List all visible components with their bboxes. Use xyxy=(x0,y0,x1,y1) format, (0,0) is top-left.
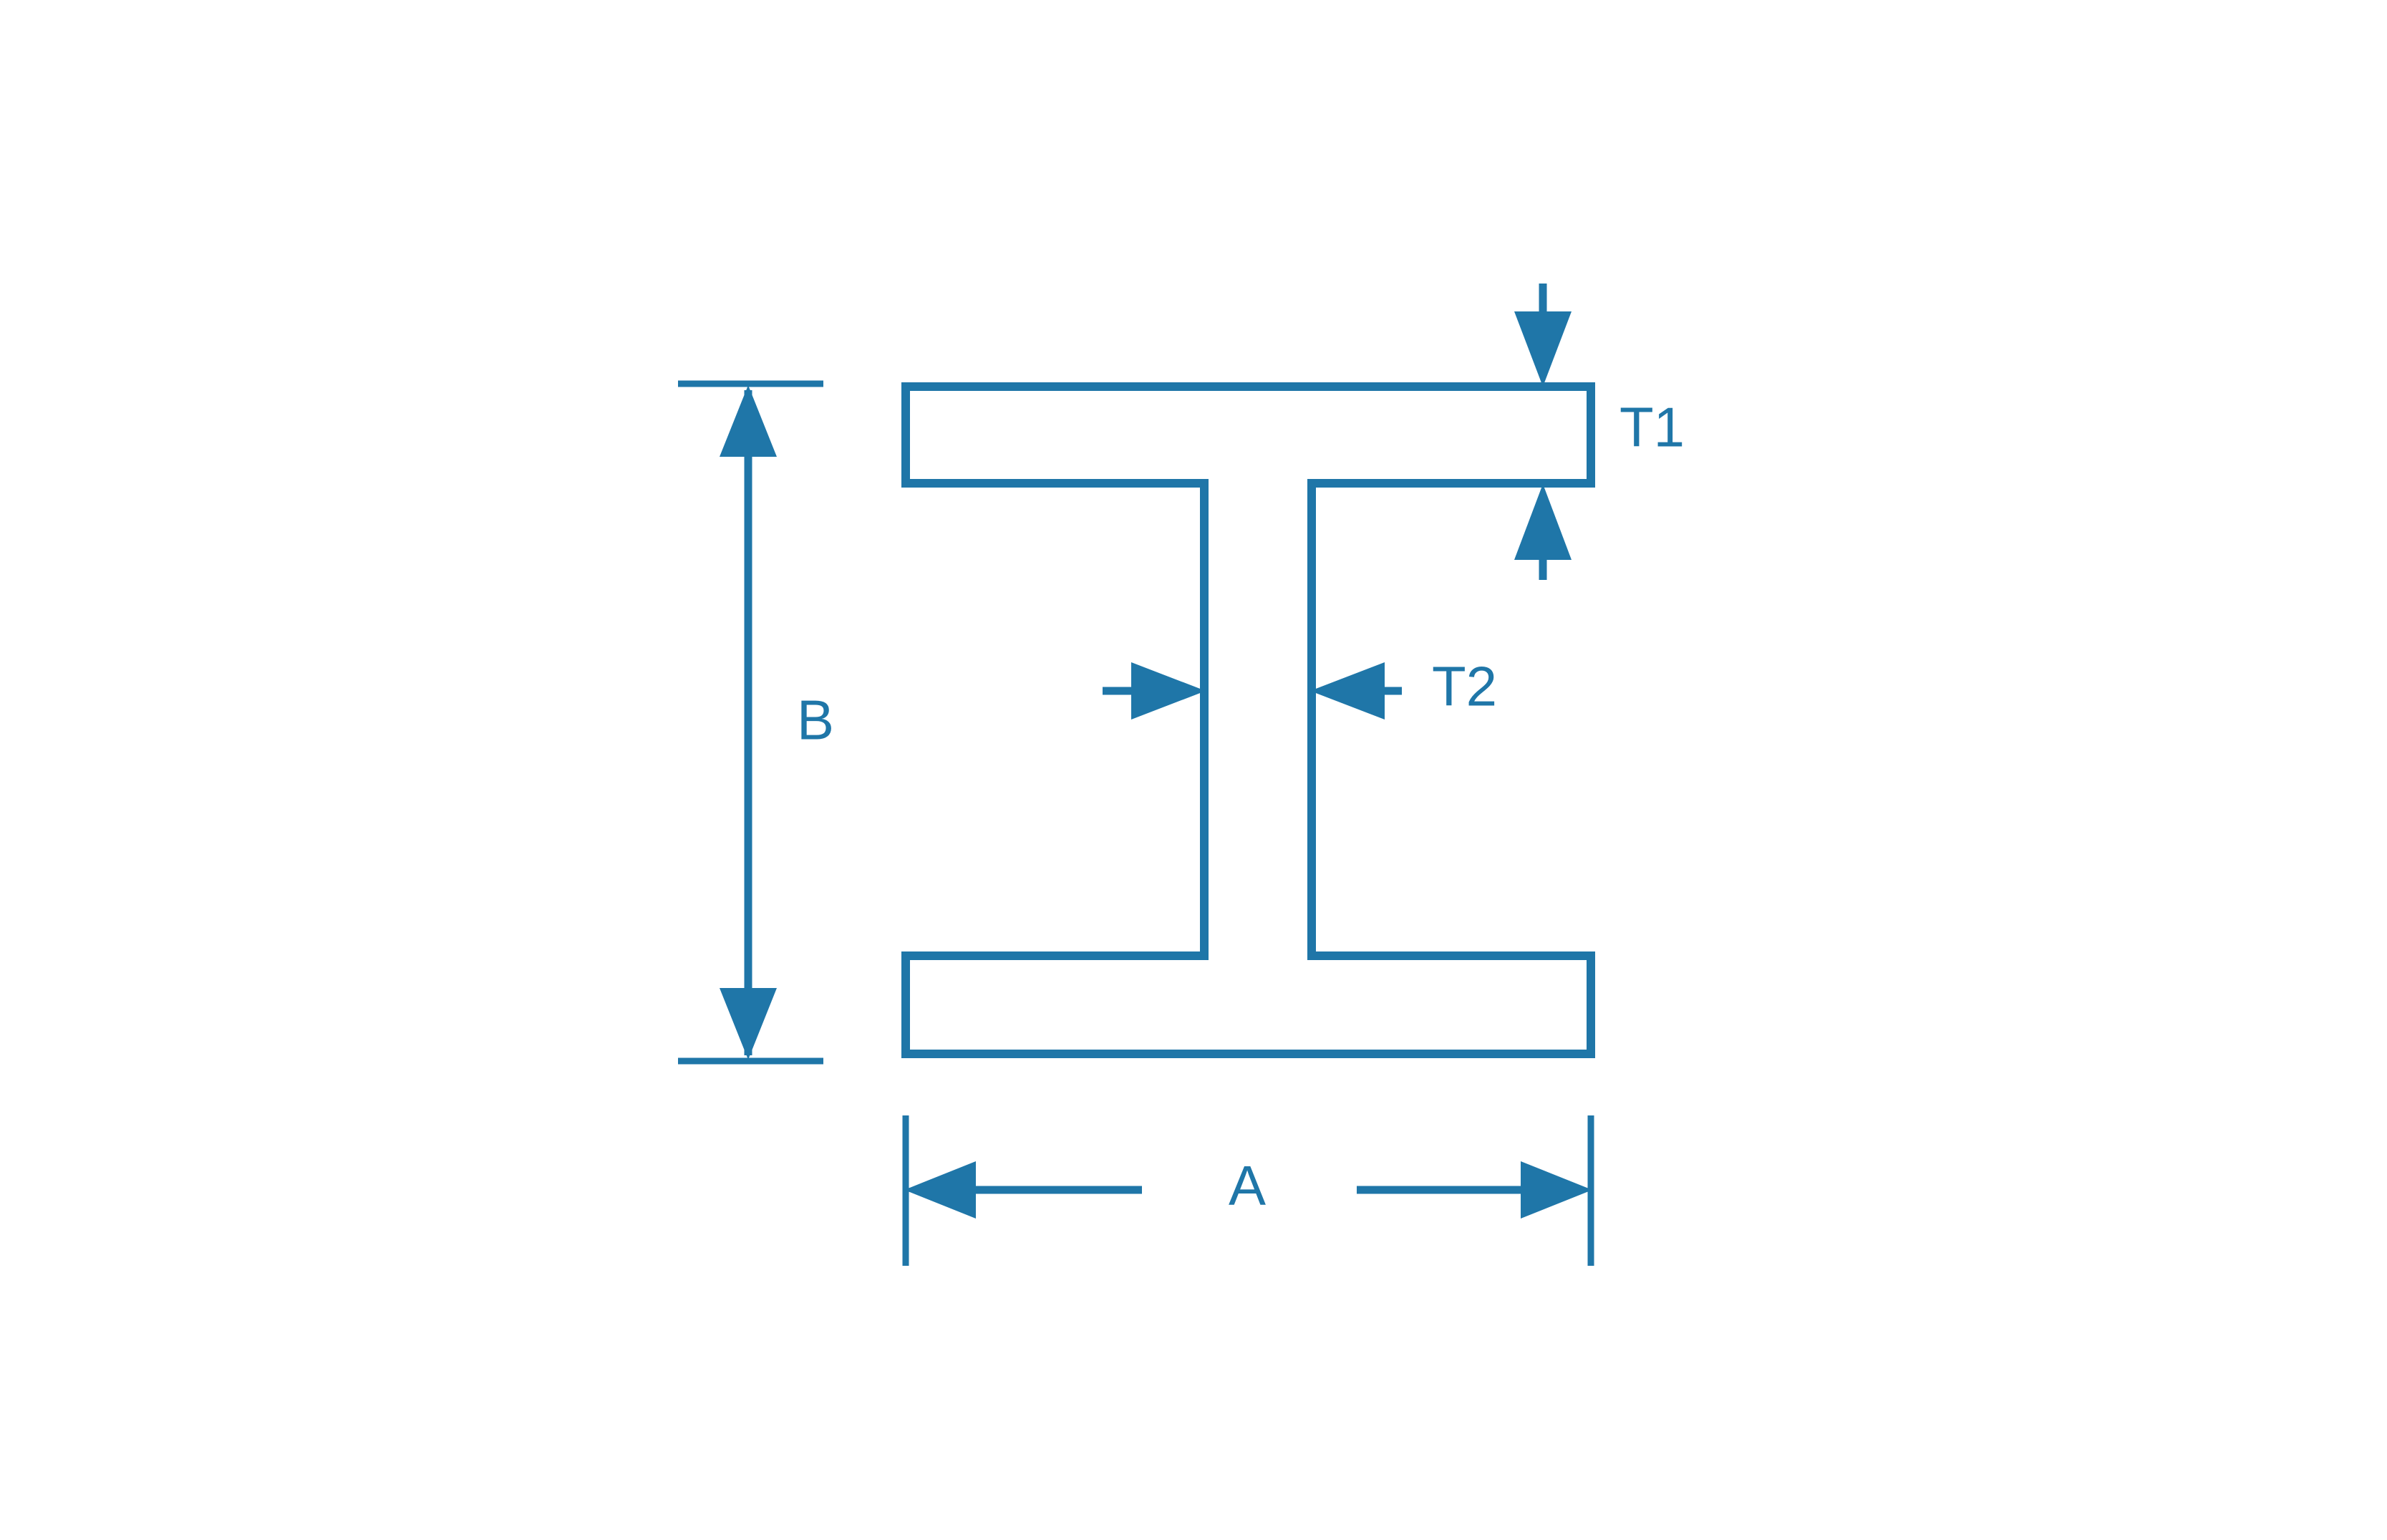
a-arrowhead-right-icon xyxy=(1521,1161,1592,1219)
ibeam-outline xyxy=(901,382,1595,1058)
t1-arrowhead-up-icon xyxy=(1514,484,1572,560)
t2-arrowhead-left-icon xyxy=(1310,662,1385,720)
dimension-t2-group: T2 xyxy=(1103,655,1497,720)
t1-arrowhead-down-icon xyxy=(1514,311,1572,387)
dimension-b-group: B xyxy=(678,380,834,1065)
a-arrowhead-left-icon xyxy=(904,1161,976,1219)
b-arrowhead-down-icon xyxy=(720,988,777,1060)
dimension-label-a: A xyxy=(1229,1154,1266,1217)
dimension-t1-group: T1 xyxy=(1514,284,1685,580)
b-arrowhead-up-icon xyxy=(720,385,777,457)
ibeam-profile-path xyxy=(901,382,1595,1058)
dimension-label-t1: T1 xyxy=(1619,396,1685,459)
dimension-label-t2: T2 xyxy=(1432,655,1497,718)
dimension-label-b: B xyxy=(797,689,834,752)
t2-arrowhead-right-icon xyxy=(1131,662,1206,720)
dimension-a-group: A xyxy=(902,1115,1594,1266)
